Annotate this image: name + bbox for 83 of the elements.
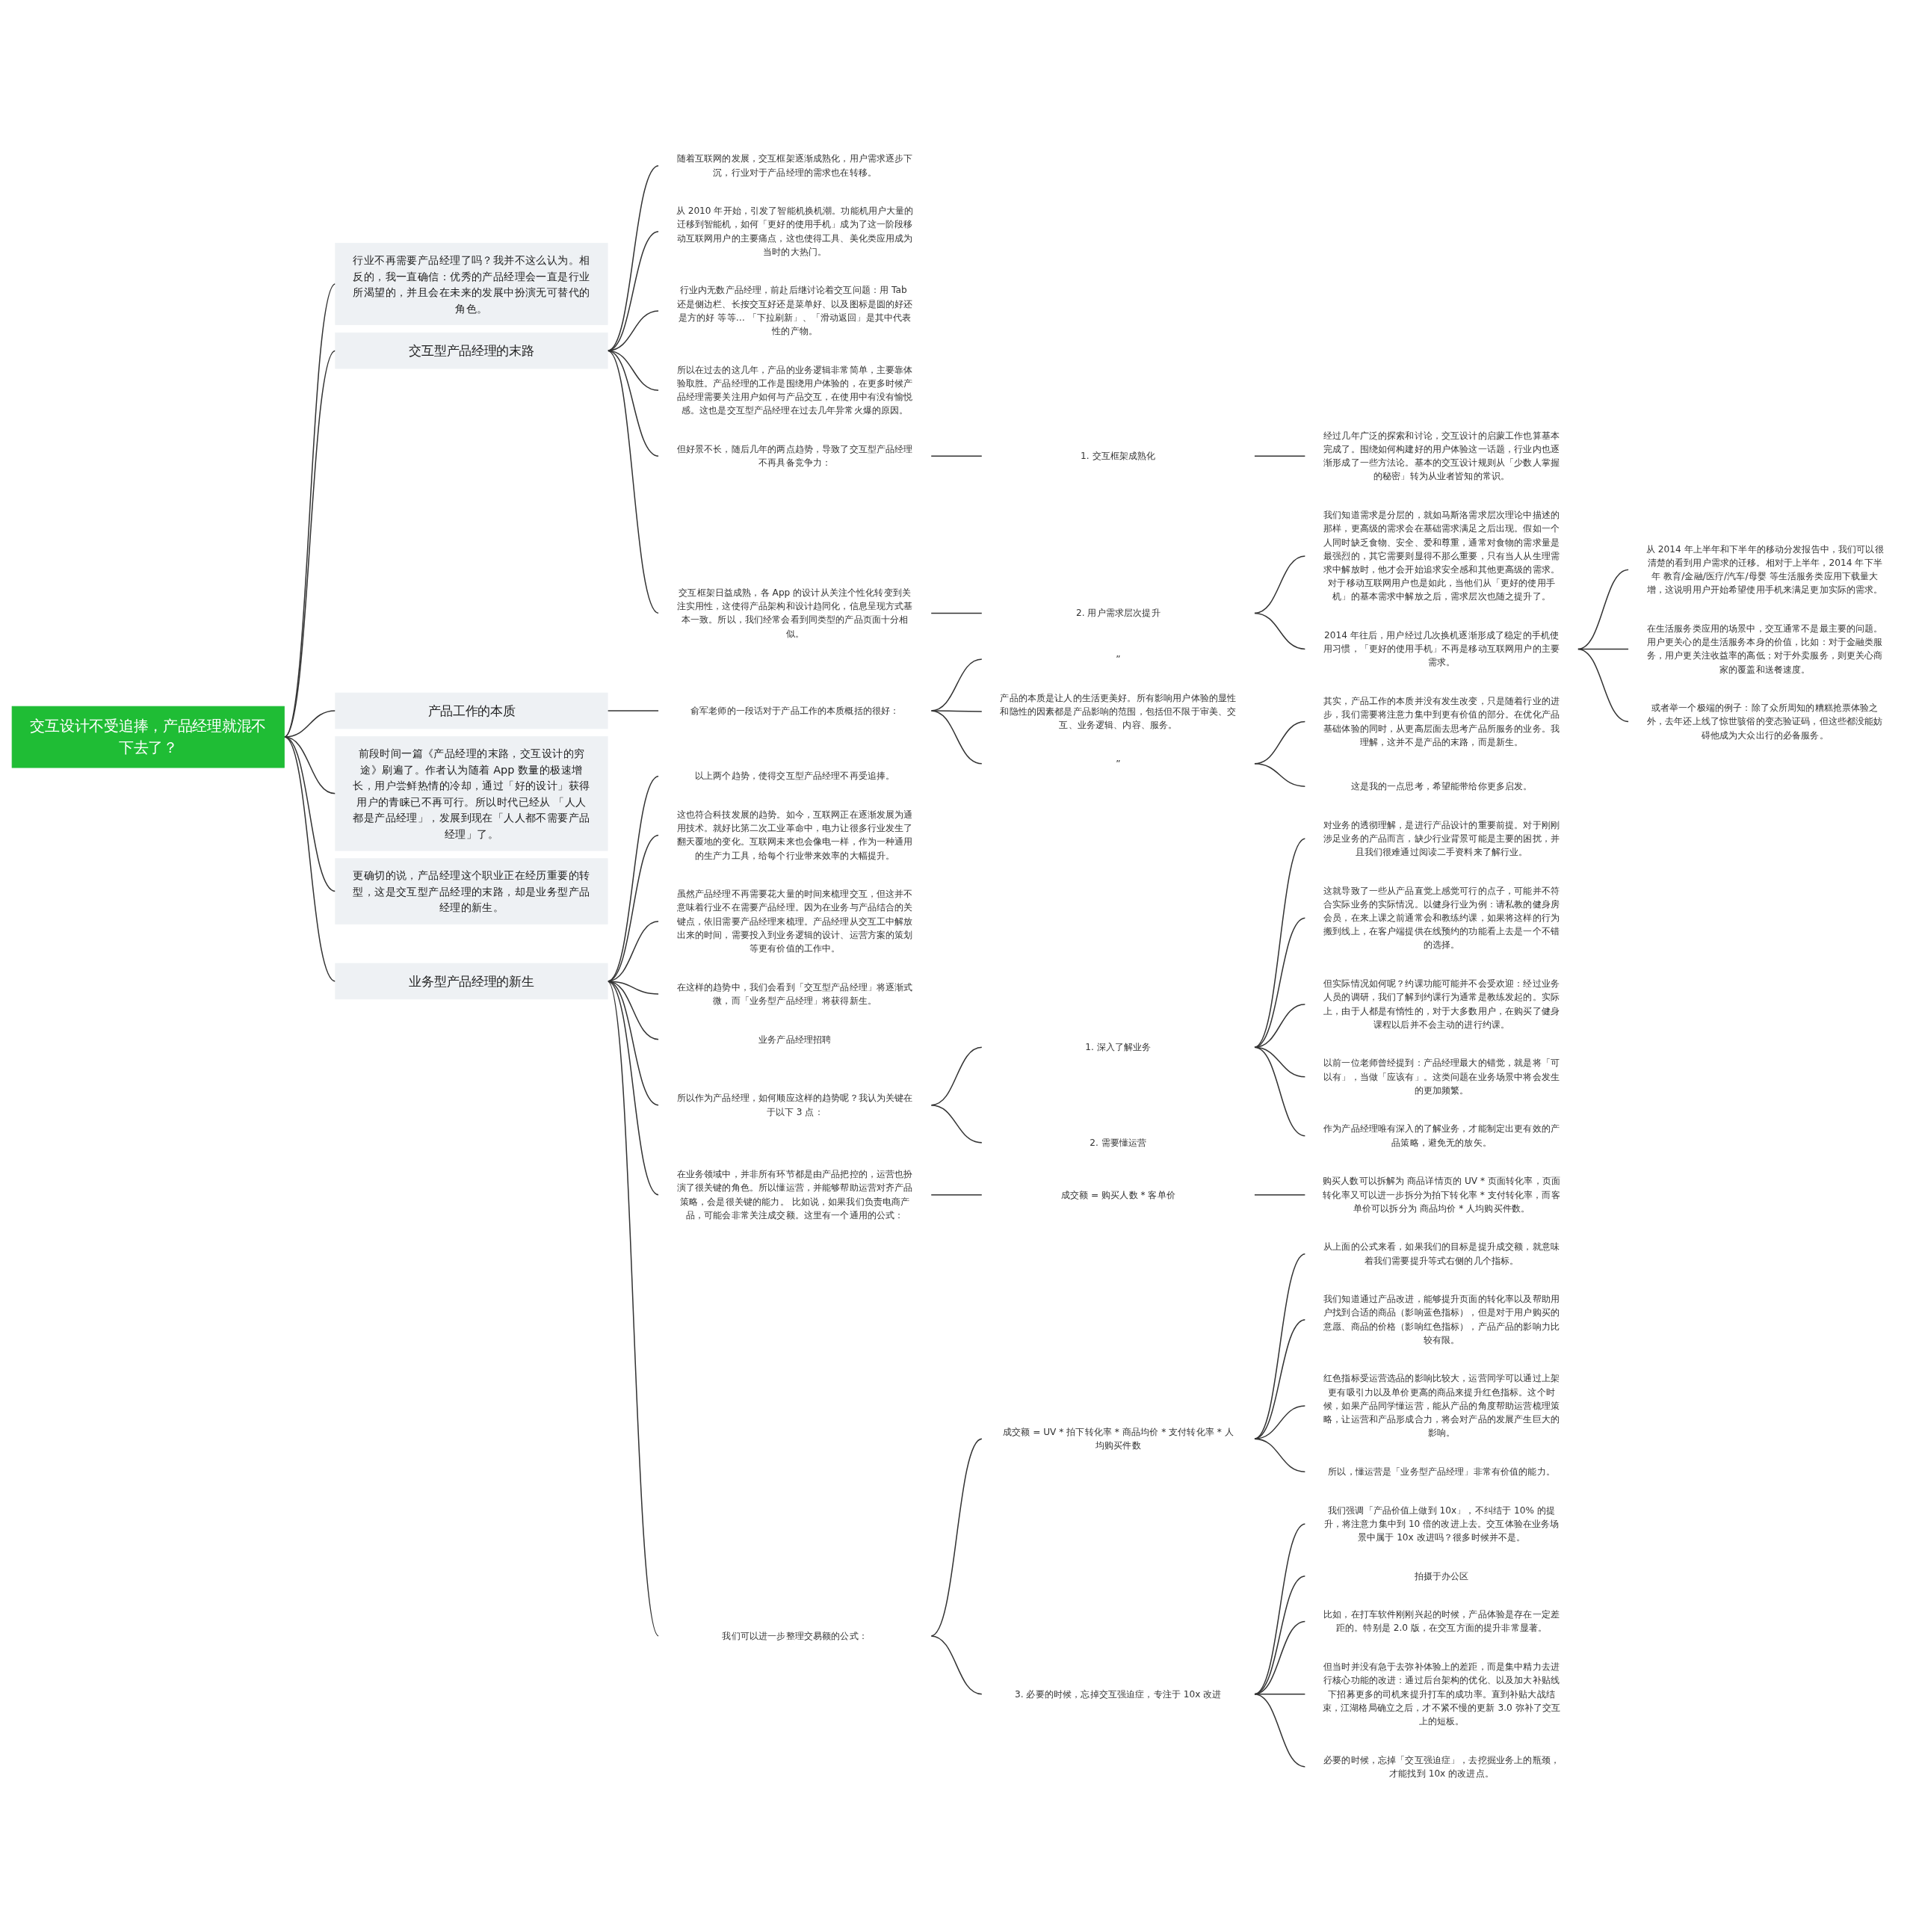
node-text: 我们强调「产品价值上做到 10x」，不纠结于 10% 的提升，将注意力集中到 10 倍的改进上去。交互体验在业务场景中属于 10x 改进吗？很多时候并不是。 — [1323, 1504, 1560, 1543]
node-text: 从 2014 年上半年和下半年的移动分发报告中，我们可以很清楚的看到用户需求的迁移。相对于上半年，2014 年下半年 教育/金融/医疗/汽车/母婴 等生活服务类应用下载量大增，这说明用户开始希望使用手机来满足更加实际的需求。 — [1645, 543, 1884, 596]
connector — [1577, 569, 1630, 649]
node-text: 在生活服务类应用的场景中，交互通常不是最主要的问题。用户更关心的是生活服务本身的价值，比如：对于金融类服务，用户更关注收益率的高低；对于外卖服务，则更关心商家的覆盖和送餐速度。 — [1646, 623, 1883, 675]
connector — [1253, 1438, 1306, 1472]
connector — [1577, 648, 1630, 723]
node-text: 随着互联网的发展，交互框架逐渐成熟化，用户需求逐步下沉，行业对于产品经理的需求也在转移。 — [676, 152, 913, 178]
node-box: 产品工作的本质 — [335, 692, 608, 729]
node-box: 交互型产品经理的末路 — [335, 332, 608, 369]
connector — [1253, 1693, 1306, 1768]
connector — [930, 1438, 983, 1637]
node-text: 或者举一个极端的例子：除了众所周知的糟糕抢票体验之外，去年还上线了惊世骇俗的变态验证码，但这些都没能妨碍他成为大众出行的必备服务。 — [1646, 702, 1883, 741]
node-text: 以上两个趋势，使得交互型产品经理不再受追捧。 — [695, 770, 895, 782]
node-text: 购买人数可以拆解为 商品详情页的 UV * 页面转化率，页面转化率又可以进一步拆分为拍下转化率 * 支付转化率，而客单价可以拆分为 商品均价 * 人均购买件数。 — [1323, 1175, 1561, 1214]
connector — [283, 736, 336, 982]
node-box: 交互设计不受追捧，产品经理就混不下去了？ — [11, 706, 285, 768]
connector — [930, 1194, 983, 1196]
connector — [607, 980, 660, 1637]
node-text: 这是我的一点思考，希望能带给你更多启发。 — [1350, 780, 1533, 791]
node-text: 对业务的透彻理解，是进行产品设计的重要前提。对于刚刚涉足业务的产品而言，缺少行业背景可能是主要的困扰，并且我们很难通过阅读二手资料来了解行业。 — [1323, 818, 1560, 857]
node-text: 成交额 = 购买人数 * 客单价 — [1060, 1188, 1175, 1200]
node-text: 我们知道通过产品改进，能够提升页面的转化率以及帮助用户找到合适的商品（影响蓝色指标），但是对于用户购买的意愿、商品的价格（影响红色指标），产品产品的影响力比较有限。 — [1323, 1293, 1560, 1345]
node-text: 红色指标受运营选品的影响比较大，运营同学可以通过上架更有吸引力以及单价更高的商品来提升红色指标。这个时候，如果产品同学懂运营，能从产品的角度帮助运营梳理策略，让运营和产品形成合力，将会对产品的发展产生巨大的影响。 — [1323, 1372, 1560, 1439]
node-box: 行业不再需要产品经理了吗？我并不这么认为。相反的，我一直确信：优秀的产品经理会一直是行业所渴望的，并且会在未来的发展中扮演无可替代的角色。 — [335, 242, 608, 325]
node-text: 作为产品经理唯有深入的了解业务，才能制定出更有效的产品策略，避免无的放矢。 — [1323, 1123, 1560, 1148]
node-text: 拍摄于办公区 — [1414, 1570, 1469, 1581]
node-text: 3. 必要的时候，忘掉交互强迫症，专注于 10x 改进 — [1015, 1688, 1222, 1700]
connector — [930, 1635, 983, 1695]
node-text: 产品的本质是让人的生活更美好。所有影响用户体验的显性和隐性的因素都是产品影响的范围，包括但不限于审美、交互、业务逻辑、内容、服务。 — [1000, 691, 1237, 730]
node-text: 俞军老师的一段话对于产品工作的本质概括的很好： — [690, 705, 900, 716]
node-text: 在这样的趋势中，我们会看到「交互型产品经理」将逐渐式微，而「业务型产品经理」将获得新生。 — [676, 981, 913, 1006]
connector — [930, 1104, 983, 1144]
connector — [930, 709, 983, 712]
node-text: 这也符合科技发展的趋势。如今，互联网正在逐渐发展为通用技术。就好比第二次工业革命中，电力让很多行业发生了翻天覆地的变化。互联网未来也会像电一样，作为一种通用的生产力工具，给每个行业带来效率的大幅提升。 — [676, 809, 913, 861]
node-text: 1. 交互框架成熟化 — [1081, 450, 1156, 461]
node-text: 从 2010 年开始，引发了智能机换机潮。功能机用户大量的迁移到智能机，如何「更好的使用手机」成为了这一阶段移动互联网用户的主要痛点，这也使得工具、美化类应用成为当时的大热门。 — [676, 205, 914, 257]
connector — [930, 658, 983, 712]
node-text: 但实际情况如何呢？约课功能可能并不会受欢迎：经过业务人员的调研，我们了解到约课行为通常是教练发起的。实际上，由于人都是有惰性的，对于大多数用户，在购买了健身课程以后并不会主动的进行约课。 — [1323, 978, 1560, 1030]
node-text: 2. 用户需求层次提升 — [1076, 607, 1161, 618]
node-text: 行业内无数产品经理，前赴后继讨论着交互问题：用 Tab 还是侧边栏、长按交互好还是菜单好、以及图标是圆的好还是方的好 等等… 「下拉刷新」、「滑动返回」是其中代表性的产物。 — [676, 284, 913, 336]
node-text: 我们可以进一步整理交易额的公式： — [722, 1630, 868, 1641]
connector — [930, 709, 983, 765]
connector — [607, 164, 660, 351]
node-text: 比如，在打车软件刚刚兴起的时候，产品体验是存在一定差距的。特别是 2.0 版，在交互方面的提升非常显著。 — [1323, 1608, 1560, 1634]
node-text: 从上面的公式来看，如果我们的目标是提升成交额，就意味着我们需要提升等式右侧的几个指标。 — [1323, 1241, 1560, 1266]
connector — [283, 736, 336, 892]
node-text: 以前一位老师曾经提到：产品经理最大的错觉，就是将「可以有」，当做「应该有」。这类问题在业务场景中将会发生的更加频繁。 — [1323, 1057, 1560, 1096]
node-text: 其实，产品工作的本质并没有发生改变，只是随着行业的进步，我们需要将注意力集中到更有价值的部分。在优化产品基础体验的同时，从更高层面去思考产品所服务的业务。我理解，这并不是产品的末路，而是新生。 — [1323, 695, 1560, 747]
connector — [1253, 612, 1306, 649]
node-text: 业务产品经理招聘 — [758, 1033, 832, 1045]
connector — [930, 455, 983, 457]
connector — [1253, 1046, 1306, 1137]
node-box: 更确切的说，产品经理这个职业正在经历重要的转型，这是交互型产品经理的末路，却是业务型产品经理的新生。 — [335, 858, 608, 925]
node-text: 所以作为产品经理，如何顺应这样的趋势呢？我认为关键在于以下 3 点： — [676, 1092, 913, 1117]
node-text: 交互框架日益成熟，各 App 的设计从关注个性化转变到关注实用性，这使得产品架构和设计趋同化，信息呈现方式基本一致。所以，我们经常会看到同类型的产品页面十分相似。 — [676, 587, 913, 639]
node-text: 2. 需要懂运营 — [1090, 1136, 1147, 1148]
node-text: 必要的时候，忘掉「交互强迫症」，去挖掘业务上的瓶颈，才能找到 10x 的改进点。 — [1323, 1753, 1560, 1779]
node-text: 所以在过去的这几年，产品的业务逻辑非常简单，主要靠体验取胜。产品经理的工作是围绕用户体验的，在更多时候产品经理需要关注用户如何与产品交互，在使用中有没有愉悦感。这也是交互型产品经理在过去几年异常火爆的原因。 — [676, 364, 913, 416]
node-text: 但当时并没有急于去弥补体验上的差距，而是集中精力去进行核心功能的改进：通过后台架构的优化、以及加大补贴线下招募更多的司机来提升打车的成功率。直到补贴大战结束，江湖格局确立之后，才不紧不慢的更新 3.0 弥补了交互上的短板。 — [1322, 1661, 1561, 1726]
node-text: 成交额 = UV * 拍下转化率 * 商品均价 * 支付转化率 * 人均购买件数 — [1002, 1426, 1234, 1451]
node-box: 前段时间一篇《产品经理的末路，交互设计的穷途》刷遍了。作者认为随着 App 数量的极速增长，用户尝鲜热情的冷却，通过「好的设计」获得用户的青睐已不再可行。所以时代已经从 「人人都是产品经理」，发展到现在「人人都不需要产品经理」了。 — [335, 735, 608, 851]
node-text: 1. 深入了解业务 — [1085, 1041, 1152, 1052]
connector — [607, 980, 660, 1106]
node-text: 但好景不长，随后几年的两点趋势，导致了交互型产品经理不再具备竞争力： — [676, 443, 913, 468]
node-text: ” — [1116, 653, 1121, 664]
node-box: 业务型产品经理的新生 — [335, 963, 608, 999]
node-text: 我们知道需求是分层的，就如马斯洛需求层次理论中描述的那样，更高级的需求会在基础需求满足之后出现。假如一个人同时缺乏食物、安全、爱和尊重，通常对食物的需求量是最强烈的，其它需要则显得不那么重要，只有当人从生理需求中解放时，他才会开始追求安全感和其他更高级的需求。对于移动互联网用户也是如此，当他们从「更好的使用手机」的基本需求中解放之后，需求层次也随之提升了。 — [1323, 509, 1560, 602]
connector — [1253, 455, 1306, 457]
connector — [607, 709, 660, 712]
node-text: ” — [1116, 757, 1121, 769]
node-text: 在业务领域中，并非所有环节都是由产品把控的，运营也扮演了很关键的角色。所以懂运营，并能够帮助运营对齐产品策略，会是很关键的能力。 比如说，如果我们负责电商产品，可能会非常关注成交额。这里有一个通用的公式： — [676, 1168, 913, 1220]
connector — [1253, 1194, 1306, 1196]
node-text: 经过几年广泛的探索和讨论，交互设计的启蒙工作也算基本完成了。围绕如何构建好的用户体验这一话题，行业内也逐渐形成了一些方法论。基本的交互设计规则从「少数人掌握的秘密」转为从业者皆知的常识。 — [1323, 430, 1560, 482]
connector — [1253, 1253, 1306, 1439]
connector — [607, 980, 660, 1196]
connector — [1253, 555, 1306, 614]
node-text: 所以，懂运营是「业务型产品经理」非常有价值的能力。 — [1328, 1466, 1555, 1477]
connector — [930, 612, 983, 614]
connector — [607, 350, 660, 614]
node-text: 2014 年往后，用户经过几次换机逐渐形成了稳定的手机使用习惯，「更好的使用手机」不再是移动互联网用户的主要需求。 — [1323, 629, 1560, 668]
connector — [1253, 762, 1306, 787]
node-text: 虽然产品经理不再需要花大量的时间来梳理交互，但这并不意味着行业不在需要产品经理。因为在业务与产品结合的关键点，依旧需要产品经理来梳理。产品经理从交互工中解放出来的时间，需要投入到业务逻辑的设计、运营方案的策划等更有价值的工作中。 — [676, 888, 913, 954]
node-text: 这就导致了一些从产品直觉上感觉可行的点子，可能并不符合实际业务的实际情况。以健身行业为例：请私教的健身房会员，在来上课之前通常会和教练约课，如果将这样的行为搬到线上，在客户端提供在线预约的功能看上去是一个不错的选择。 — [1323, 884, 1560, 951]
